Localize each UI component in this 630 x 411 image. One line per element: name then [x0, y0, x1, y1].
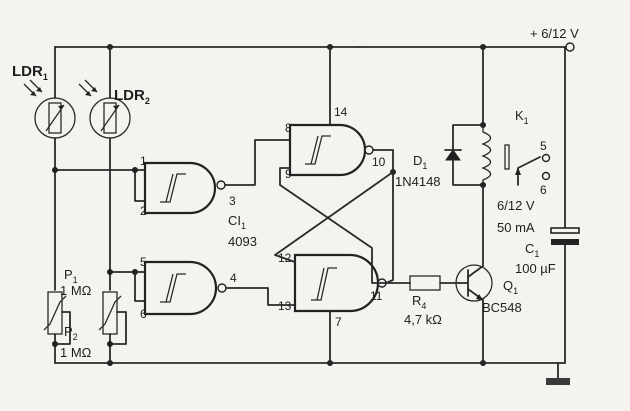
- supply-terminal: [565, 42, 575, 52]
- supply-label: + 6/12 V: [530, 26, 579, 41]
- pin-3: 3: [229, 194, 236, 208]
- nand-gate-3: [288, 123, 374, 177]
- diode-d1: [444, 124, 484, 186]
- d1-label: D1: [413, 153, 427, 171]
- r4-value: 4,7 kΩ: [404, 312, 442, 327]
- pin-11: 11: [370, 289, 383, 303]
- pin-2: 2: [140, 204, 147, 218]
- q1-part: BC548: [482, 300, 522, 315]
- capacitor-c1: [550, 46, 580, 364]
- k1-voltage: 6/12 V: [497, 198, 535, 213]
- pin-5: 5: [140, 255, 147, 269]
- pin-6: 6: [140, 307, 147, 321]
- p1-label: P1: [64, 267, 78, 285]
- r4-label: R4: [412, 293, 426, 311]
- trimmer-p1: [43, 291, 71, 364]
- k1-label: K1: [515, 108, 529, 126]
- ldr2: [78, 46, 131, 291]
- ldr2-label: LDR2: [114, 87, 150, 106]
- d1-part: 1N4148: [395, 174, 441, 189]
- pin-9: 9: [285, 167, 292, 181]
- ground-rail: [54, 360, 570, 385]
- nand-gate-1: [143, 161, 226, 215]
- p2-label: P2: [64, 324, 78, 342]
- flip-flop-cross-coupling: [274, 149, 411, 284]
- relay-k1: [480, 46, 551, 221]
- input-wiring: [52, 167, 146, 302]
- q1-label: Q1: [503, 278, 518, 296]
- pin-8: 8: [285, 121, 292, 135]
- pin-13: 13: [278, 299, 292, 313]
- trimmer-p2: [98, 291, 127, 364]
- pin-14: 14: [334, 105, 348, 119]
- p1-value: 1 MΩ: [60, 283, 92, 298]
- c1-label: C1: [525, 241, 539, 259]
- pin-7: 7: [335, 315, 342, 329]
- resistor-r4: [409, 275, 461, 291]
- k1-contact-5: 5: [540, 139, 547, 153]
- ldr1: [23, 46, 76, 291]
- nand-gate-2: [143, 260, 227, 316]
- pin-4: 4: [230, 271, 237, 285]
- supply-rail: [54, 42, 575, 52]
- k1-contact-6: 6: [540, 183, 547, 197]
- c1-value: 100 µF: [515, 261, 556, 276]
- p2-value: 1 MΩ: [60, 345, 92, 360]
- ground-symbol: [546, 378, 570, 385]
- pin-10: 10: [372, 155, 386, 169]
- transistor-q1: [455, 219, 493, 364]
- ic-part: 4093: [228, 234, 257, 249]
- ic-label: CI1: [228, 213, 246, 231]
- k1-current: 50 mA: [497, 220, 535, 235]
- ldr1-label: LDR1: [12, 63, 48, 82]
- pin-1: 1: [140, 154, 147, 168]
